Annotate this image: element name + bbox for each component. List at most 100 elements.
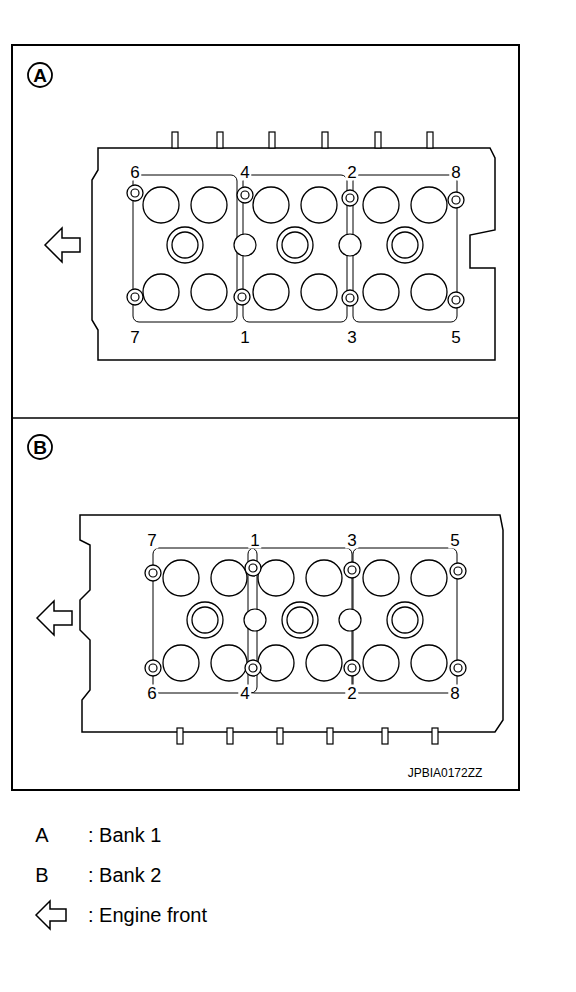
cam-stub xyxy=(227,728,233,744)
cam-stub xyxy=(172,132,178,148)
bolt-order-number: 7 xyxy=(145,532,158,549)
head-bolt xyxy=(344,660,360,676)
bolt-order-number: 6 xyxy=(145,685,158,702)
bolt-order-number: 3 xyxy=(345,532,358,549)
head-outline xyxy=(92,148,495,360)
spark-plug-hole xyxy=(387,227,423,263)
cam-stub xyxy=(327,728,333,744)
bolt-order-number: 2 xyxy=(345,164,358,181)
valve-port xyxy=(363,187,399,223)
spark-plug-hole xyxy=(282,602,318,638)
panel-letter: B xyxy=(33,438,47,457)
cam-stub xyxy=(277,728,283,744)
head-bolt xyxy=(450,563,466,579)
spark-plug-hole xyxy=(192,607,218,633)
head-bolt xyxy=(149,664,157,672)
figure-frame xyxy=(12,45,519,790)
cylinder-head xyxy=(92,132,495,360)
spark-plug-hole xyxy=(187,602,223,638)
spark-plug-hole xyxy=(392,232,418,258)
head-bolt xyxy=(234,289,250,305)
head-bolt xyxy=(238,293,246,301)
cam-stub xyxy=(322,132,328,148)
bolt-order-number: 6 xyxy=(128,164,141,181)
chamber-outline xyxy=(133,175,237,322)
panel-letter: A xyxy=(33,66,47,85)
oil-hole xyxy=(339,609,361,631)
valve-port xyxy=(411,187,447,223)
head-bolt xyxy=(249,564,257,572)
head-bolt xyxy=(450,660,466,676)
valve-port xyxy=(253,187,289,223)
head-bolt xyxy=(348,566,356,574)
figure-code: JPBIA0172ZZ xyxy=(408,767,483,779)
valve-port xyxy=(143,274,179,310)
spark-plug-hole xyxy=(392,607,418,633)
spark-plug-hole xyxy=(167,227,203,263)
legend-text: : Bank 1 xyxy=(88,825,161,845)
cam-stub xyxy=(427,132,433,148)
oil-hole xyxy=(234,234,256,256)
bolt-order-number: 3 xyxy=(345,329,358,346)
cylinder-head xyxy=(80,515,503,744)
spark-plug-hole xyxy=(387,602,423,638)
valve-port xyxy=(258,560,294,596)
legend-arrow xyxy=(36,901,66,929)
spark-plug-hole xyxy=(282,232,308,258)
valve-port xyxy=(363,560,399,596)
cam-stub xyxy=(269,132,275,148)
spark-plug-hole xyxy=(172,232,198,258)
head-bolt xyxy=(249,664,257,672)
head-bolt xyxy=(348,664,356,672)
panel-circle xyxy=(28,63,52,87)
valve-port xyxy=(258,645,294,681)
head-bolt xyxy=(342,190,358,206)
valve-port xyxy=(163,560,199,596)
valve-port xyxy=(163,645,199,681)
bolt-order-number: 5 xyxy=(448,532,461,549)
head-bolt xyxy=(237,187,253,203)
chamber-outline xyxy=(353,175,457,322)
head-bolt xyxy=(127,185,143,201)
bolt-order-number: 4 xyxy=(238,685,251,702)
head-bolt xyxy=(245,560,261,576)
legend-key: B xyxy=(35,865,48,885)
bolt-order-number: 2 xyxy=(345,685,358,702)
legend-text: : Bank 2 xyxy=(88,865,161,885)
valve-port xyxy=(211,560,247,596)
head-bolt xyxy=(245,660,261,676)
head-bolt xyxy=(131,293,139,301)
panel-divider xyxy=(12,417,519,419)
bolt-order-number: 5 xyxy=(449,329,462,346)
bolt-order-number: 8 xyxy=(448,685,461,702)
oil-hole xyxy=(244,609,266,631)
chamber-outline xyxy=(153,548,257,693)
head-bolt xyxy=(145,660,161,676)
valve-port xyxy=(363,645,399,681)
head-bolt xyxy=(448,292,464,308)
legend-key: A xyxy=(35,825,48,845)
head-bolt xyxy=(346,294,354,302)
head-bolt xyxy=(448,192,464,208)
bolt-order-number: 1 xyxy=(248,532,261,549)
chamber-outline xyxy=(353,548,457,693)
valve-port xyxy=(363,274,399,310)
valve-port xyxy=(191,274,227,310)
head-bolt xyxy=(145,565,161,581)
head-bolt xyxy=(452,296,460,304)
bolt-order-number: 1 xyxy=(238,329,251,346)
head-bolt xyxy=(346,194,354,202)
front-arrow xyxy=(45,228,80,262)
valve-port xyxy=(306,645,342,681)
cam-stub xyxy=(177,728,183,744)
cam-stub xyxy=(382,728,388,744)
valve-port xyxy=(411,274,447,310)
head-bolt xyxy=(342,290,358,306)
cam-stub xyxy=(217,132,223,148)
valve-port xyxy=(301,274,337,310)
cam-stub xyxy=(432,728,438,744)
bolt-order-number: 7 xyxy=(128,329,141,346)
oil-hole xyxy=(339,234,361,256)
valve-port xyxy=(301,187,337,223)
